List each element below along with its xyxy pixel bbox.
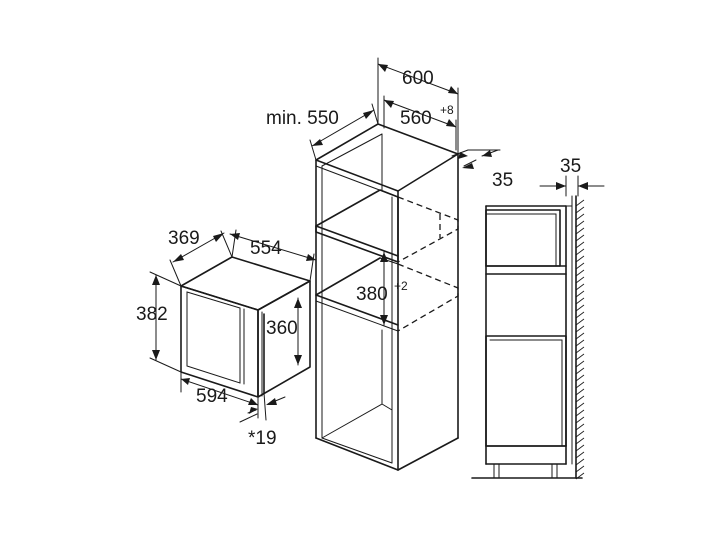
hatch-line <box>575 458 585 466</box>
label-niche-height-tolerance: +2 <box>394 279 408 293</box>
hatch-line <box>575 227 585 235</box>
label-cabinet-gap: 35 <box>492 170 513 191</box>
microwave-dimension-lines <box>149 229 317 423</box>
label-inner-width: 560 <box>400 108 432 129</box>
wall-hatching <box>575 199 585 480</box>
hatch-line <box>575 248 585 256</box>
hatch-line <box>575 269 585 277</box>
hatch-line <box>575 430 585 438</box>
hatch-line <box>575 395 585 403</box>
hatch-line <box>575 290 585 298</box>
microwave-drawing <box>180 256 311 398</box>
hatch-line <box>575 402 585 410</box>
hatch-line <box>575 367 585 375</box>
label-microwave-width-bottom: 594 <box>196 386 228 407</box>
hatch-line <box>575 199 585 207</box>
label-microwave-height-outer: 382 <box>136 304 168 325</box>
hatch-line <box>575 374 585 382</box>
hatch-line <box>575 311 585 319</box>
label-inner-width-tolerance: +8 <box>440 103 454 117</box>
hatch-line <box>575 206 585 214</box>
hatch-line <box>575 213 585 221</box>
label-niche-height: 380 <box>356 284 388 305</box>
hatch-line <box>575 353 585 361</box>
label-microwave-depth: 369 <box>168 228 200 249</box>
hatch-line <box>575 423 585 431</box>
hatch-line <box>575 444 585 452</box>
label-cabinet-width: 600 <box>402 68 434 89</box>
hatch-line <box>575 220 585 228</box>
hatch-line <box>575 234 585 242</box>
hatch-line <box>575 409 585 417</box>
hatch-line <box>575 332 585 340</box>
hatch-line <box>575 451 585 459</box>
hatch-line <box>575 325 585 333</box>
hatch-line <box>575 416 585 424</box>
hatch-line <box>575 262 585 270</box>
label-microwave-width-top: 554 <box>250 238 282 259</box>
hatch-line <box>575 360 585 368</box>
hatch-line <box>575 304 585 312</box>
hatch-line <box>575 465 585 473</box>
hatch-line <box>575 318 585 326</box>
hatch-line <box>575 241 585 249</box>
hatch-line <box>575 346 585 354</box>
hatch-line <box>575 381 585 389</box>
hatch-line <box>575 437 585 445</box>
hatch-line <box>575 388 585 396</box>
hatch-line <box>575 339 585 347</box>
label-door-note: *19 <box>248 428 277 449</box>
label-cabinet-min-depth: min. 550 <box>266 108 339 129</box>
hatch-line <box>575 297 585 305</box>
cabinet-dimension-lines <box>309 57 501 326</box>
hatch-line <box>575 283 585 291</box>
label-microwave-height-inner: 360 <box>266 318 298 339</box>
hatch-line <box>575 255 585 263</box>
side-view-drawing <box>471 175 605 480</box>
label-wall-gap: 35 <box>560 156 581 177</box>
hatch-line <box>575 276 585 284</box>
